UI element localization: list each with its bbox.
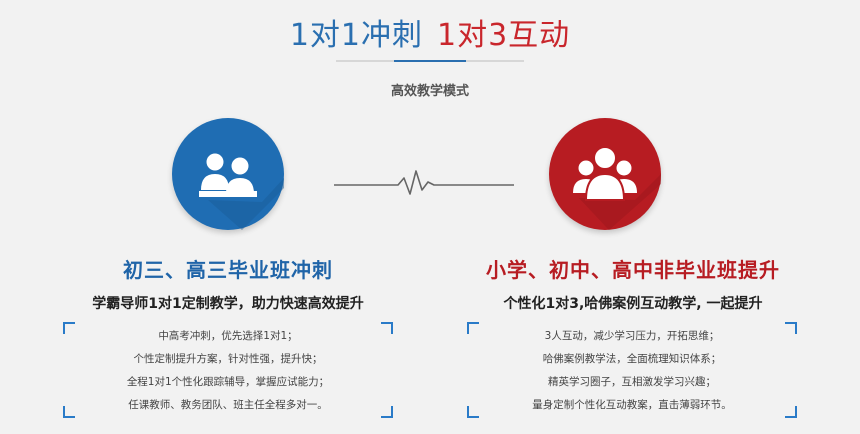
heartbeat-line-icon (334, 170, 514, 195)
detail-line: 任课教师、教务团队、班主任全程多对一。 (128, 399, 328, 411)
non-graduation-improvement-title: 小学、初中、高中非毕业班提升 (486, 258, 780, 282)
corner-bracket (785, 322, 797, 334)
corner-bracket (381, 406, 393, 418)
title-one-on-one: 1对1冲刺 (289, 18, 423, 53)
corner-bracket (467, 406, 479, 418)
corner-bracket (63, 322, 75, 334)
corner-bracket (381, 322, 393, 334)
non-graduation-improvement-subtitle: 个性化1对3,哈佛案例互动教学, 一起提升 (503, 296, 763, 312)
two-students-at-desk-icon (199, 153, 284, 230)
one-on-one-badge (172, 118, 284, 230)
detail-line: 哈佛案例教学法，全面梳理知识体系； (542, 353, 722, 365)
title-one-on-three: 1对3互动 (437, 18, 571, 53)
corner-bracket (785, 406, 797, 418)
detail-line: 个性定制提升方案，针对性强，提升快； (133, 353, 323, 365)
group-of-three-icon (573, 146, 661, 230)
title-divider-accent (394, 60, 466, 62)
corner-bracket (63, 406, 75, 418)
detail-line: 全程1对1个性化跟踪辅导，掌握应试能力； (126, 376, 330, 388)
page-subtitle: 高效教学模式 (390, 84, 469, 99)
title-divider (336, 60, 524, 62)
non-graduation-improvement-section: 小学、初中、高中非毕业班提升 个性化1对3,哈佛案例互动教学, 一起提升 (443, 254, 823, 313)
detail-line: 3人互动，减少学习压力，开拓思维； (544, 330, 720, 342)
graduation-sprint-section: 初三、高三毕业班冲刺 学霸导师1对1定制教学，助力快速高效提升 (38, 254, 418, 313)
non-graduation-improvement-details: 3人互动，减少学习压力，开拓思维； 哈佛案例教学法，全面梳理知识体系； 精英学习… (467, 322, 797, 418)
detail-line: 中高考冲刺，优先选择1对1； (158, 330, 298, 342)
main-title: 1对1冲刺 1对3互动 (0, 10, 860, 54)
detail-line: 量身定制个性化互动教案，直击薄弱环节。 (532, 399, 732, 411)
graduation-sprint-title: 初三、高三毕业班冲刺 (123, 258, 333, 282)
detail-line: 精英学习圈子，互相激发学习兴趣； (548, 376, 716, 388)
one-on-three-badge (549, 118, 661, 230)
graduation-sprint-details: 中高考冲刺，优先选择1对1； 个性定制提升方案，针对性强，提升快； 全程1对1个… (63, 322, 393, 418)
corner-bracket (467, 322, 479, 334)
graduation-sprint-subtitle: 学霸导师1对1定制教学，助力快速高效提升 (92, 296, 364, 312)
